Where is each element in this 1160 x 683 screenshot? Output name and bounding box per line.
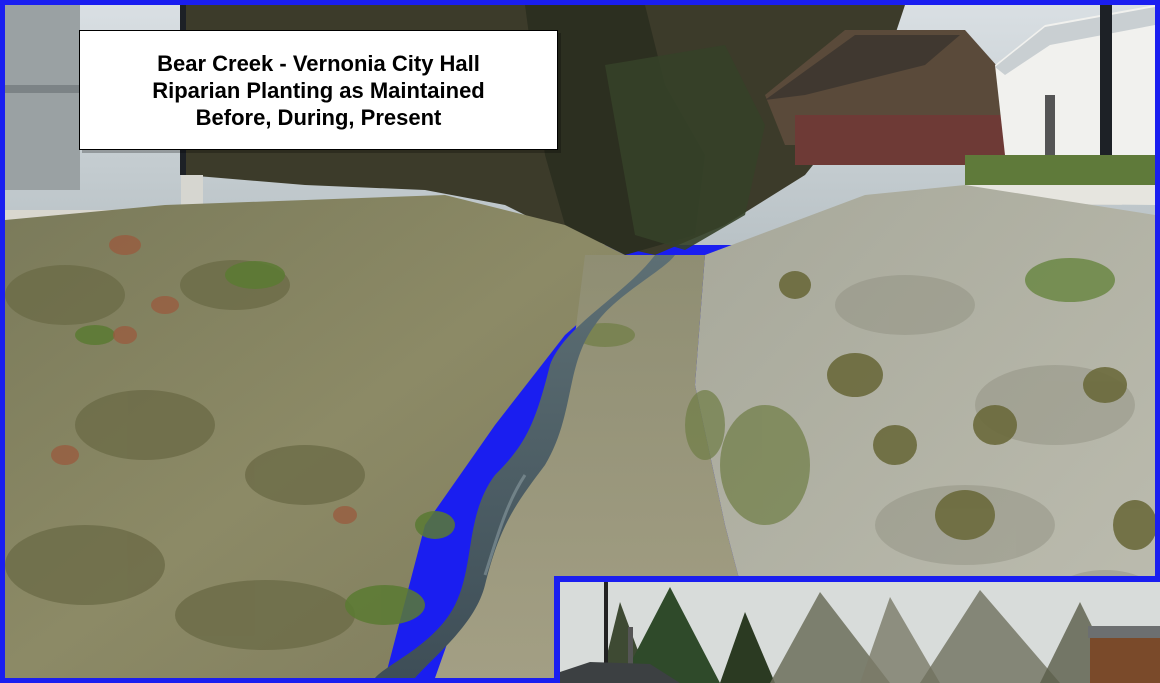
main-photo-creek-present <box>5 5 1155 678</box>
caption-line-1: Bear Creek - Vernonia City Hall <box>157 50 480 76</box>
inset-photo-creek-before <box>554 576 1160 683</box>
caption-line-2: Riparian Planting as Maintained <box>152 77 485 103</box>
photo-caption-box: Bear Creek - Vernonia City Hall Riparian… <box>79 30 558 150</box>
caption-line-3: Before, During, Present <box>195 104 442 130</box>
